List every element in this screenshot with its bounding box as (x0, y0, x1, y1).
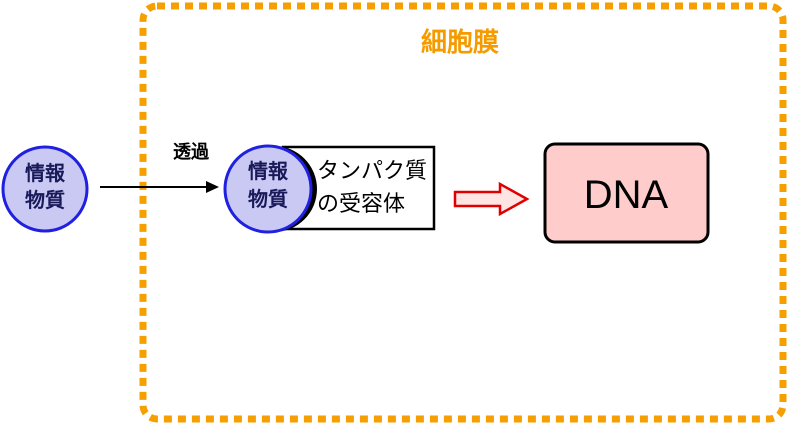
cell-membrane-label: 細胞膜 (421, 27, 499, 58)
info-substance-outside-circle (1, 145, 89, 233)
info-substance-outside-line2: 物質 (25, 188, 65, 212)
info-substance-outside-line1: 情報 (25, 161, 66, 185)
info-substance-inside-line2: 物質 (248, 187, 288, 211)
info-substance-inside: 情報 物質 (223, 144, 317, 234)
info-substance-inside-line1: 情報 (248, 159, 289, 183)
info-substance-inside-circle (223, 144, 313, 234)
dna-label: DNA (584, 173, 669, 217)
permeation-arrow (100, 181, 219, 193)
receptor-label-line2: の受容体 (317, 192, 405, 217)
cell-membrane-boundary (139, 2, 787, 423)
signal-arrow (453, 181, 530, 217)
info-substance-outside: 情報 物質 (1, 145, 89, 233)
receptor-label-line1: タンパク質 (317, 159, 427, 184)
permeation-arrow-head (206, 181, 219, 193)
permeation-label: 透過 (173, 142, 210, 163)
dna-box (543, 142, 710, 244)
